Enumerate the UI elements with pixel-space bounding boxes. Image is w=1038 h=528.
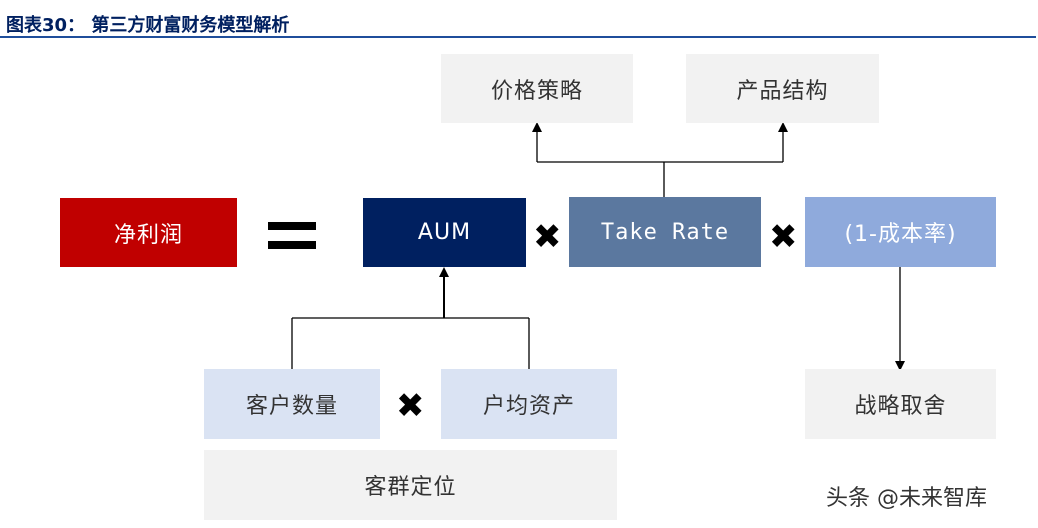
multiply-operator-2: ✖ — [769, 217, 798, 257]
cost-ratio-box: (1-成本率) — [805, 197, 996, 267]
product-structure-box: 产品结构 — [686, 54, 879, 123]
customer-count-box: 客户数量 — [204, 369, 380, 439]
multiply-operator-3: ✖ — [396, 386, 425, 426]
customer-positioning-box: 客群定位 — [204, 450, 617, 520]
product-structure-label: 产品结构 — [736, 78, 829, 104]
strategic-choice-box: 战略取舍 — [805, 369, 996, 439]
header-divider — [0, 36, 1036, 38]
asset-per-customer-box: 户均资产 — [441, 369, 617, 439]
equals-sign-bottom-bar — [268, 241, 316, 249]
pricing-strategy-box: 价格策略 — [441, 54, 633, 123]
equals-sign-top-bar — [268, 222, 316, 230]
net-profit-box: 净利润 — [60, 198, 237, 267]
asset-per-customer-label: 户均资产 — [482, 394, 575, 419]
cost-ratio-label: (1-成本率) — [844, 222, 957, 247]
strategic-choice-label: 战略取舍 — [854, 394, 947, 419]
aum-box: AUM — [363, 198, 526, 267]
multiply-operator-1: ✖ — [533, 217, 562, 257]
pricing-strategy-label: 价格策略 — [490, 78, 583, 104]
take-rate-box: Take Rate — [569, 197, 761, 267]
aum-label: AUM — [417, 220, 472, 245]
customer-positioning-label: 客群定位 — [364, 475, 457, 500]
figure-header: 图表30： 第三方财富财务模型解析 — [0, 0, 1038, 38]
watermark: 头条 @未来智库 — [826, 486, 987, 511]
net-profit-label: 净利润 — [113, 222, 183, 248]
customer-count-label: 客户数量 — [245, 394, 338, 419]
figure-title: 图表30： 第三方财富财务模型解析 — [6, 15, 290, 36]
take-rate-label: Take Rate — [600, 219, 730, 245]
